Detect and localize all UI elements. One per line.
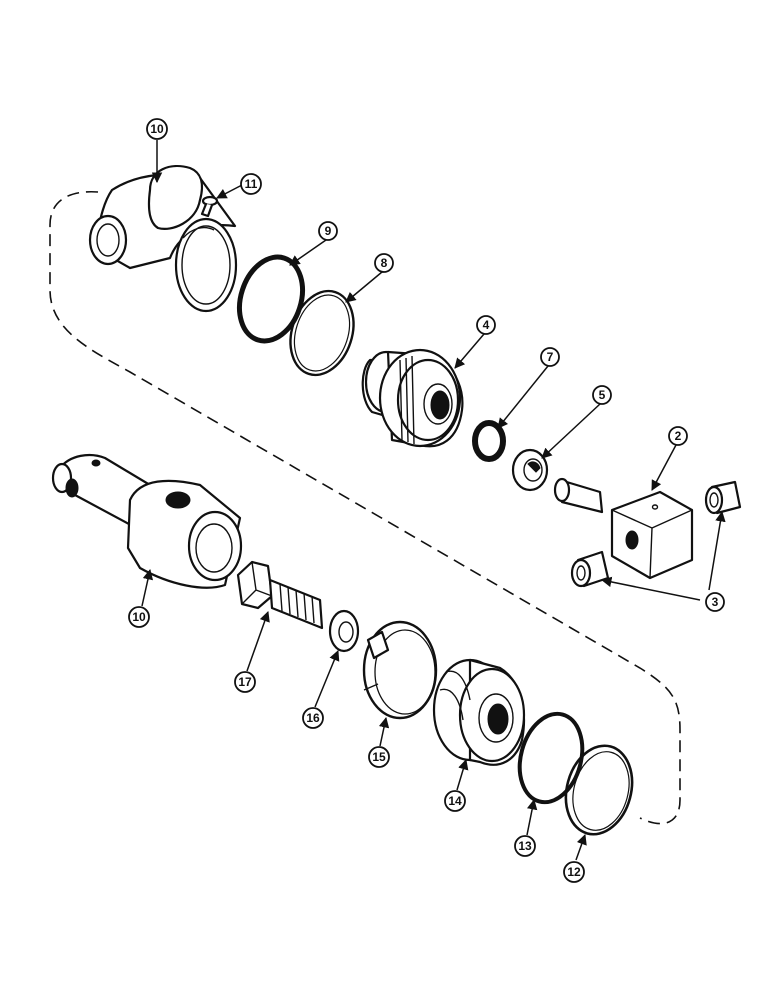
part-10-cylinder-end-bottom [51, 453, 243, 589]
callout-12: 12 [563, 861, 585, 883]
callout-7-label: 7 [547, 350, 554, 364]
part-3-bushing-upper [704, 480, 742, 515]
callout-3: 3 [705, 592, 725, 612]
part-17-bolt [236, 560, 324, 630]
part-5-bushing [511, 448, 549, 492]
callout-14-label: 14 [448, 794, 462, 808]
callout-8: 8 [374, 253, 394, 273]
callout-3-label: 3 [712, 595, 719, 609]
leader-lines [141, 140, 726, 861]
callout-2: 2 [668, 426, 688, 446]
callout-4-label: 4 [483, 318, 490, 332]
callout-13-label: 13 [518, 839, 532, 853]
callout-15-label: 15 [372, 750, 386, 764]
callout-11-label: 11 [245, 177, 258, 191]
callout-4: 4 [476, 315, 496, 335]
callout-10-bottom: 10 [128, 606, 150, 628]
callout-2-label: 2 [675, 429, 682, 443]
callout-14: 14 [444, 790, 466, 812]
part-14-piston [432, 658, 526, 766]
assembly-boundary-dashed-line [49, 190, 681, 825]
callout-8-label: 8 [381, 256, 388, 270]
callout-9-label: 9 [325, 224, 332, 238]
part-8-backup-ring [289, 289, 355, 377]
callout-15: 15 [368, 746, 390, 768]
part-12-backup-ring [564, 744, 634, 836]
part-9-o-ring [237, 254, 305, 344]
part-7-wiper-seal [472, 420, 506, 462]
callout-5: 5 [592, 385, 612, 405]
callout-17: 17 [234, 671, 256, 693]
callout-10-bottom-label: 10 [132, 610, 146, 624]
part-3-bushing-lower [570, 550, 610, 588]
callout-5-label: 5 [599, 388, 606, 402]
part-16-washer [328, 609, 360, 653]
callout-16-label: 16 [306, 711, 320, 725]
part-2-cross-tube-block [553, 477, 694, 580]
part-10-cylinder-end-top [88, 164, 238, 313]
part-13-o-ring [517, 711, 585, 805]
callout-11: 11 [240, 173, 262, 195]
callout-12-label: 12 [567, 865, 581, 879]
part-4-gland [361, 348, 464, 448]
part-15-wear-ring [362, 620, 438, 720]
callout-10-top: 10 [146, 118, 168, 140]
part-11-set-screw [200, 195, 219, 218]
callout-16: 16 [302, 707, 324, 729]
callout-13: 13 [514, 835, 536, 857]
callout-9: 9 [318, 221, 338, 241]
callout-7: 7 [540, 347, 560, 367]
callout-10-top-label: 10 [150, 122, 164, 136]
callout-17-label: 17 [238, 675, 252, 689]
